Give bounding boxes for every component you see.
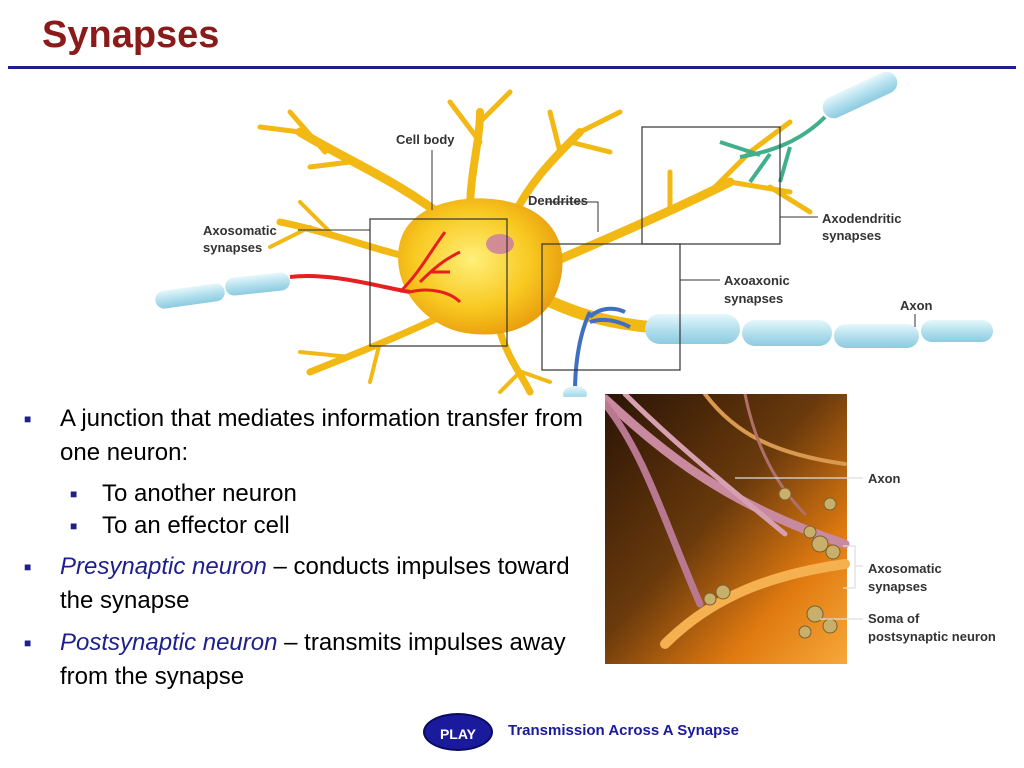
bullet-marker: ■ [70, 487, 78, 501]
bullet-marker: ■ [24, 636, 32, 650]
sub-bullet-text: To another neuron [102, 480, 297, 507]
bullet-junction: ■ A junction that mediates information t… [22, 402, 592, 470]
sub-bullet-effector-cell: ■ To an effector cell [60, 510, 592, 542]
sub-bullet-another-neuron: ■ To another neuron [60, 478, 592, 510]
axosomatic-axon [155, 231, 462, 309]
neuron-synapse-diagram: Cell body Dendrites Axosomatic synapses … [155, 72, 993, 397]
photo-label-axosomatic-2: synapses [868, 579, 927, 594]
label-axosomatic-2: synapses [203, 240, 262, 255]
photo-label-axon: Axon [868, 471, 901, 486]
term-presynaptic: Presynaptic neuron [60, 553, 267, 580]
play-button[interactable]: PLAY [423, 713, 493, 751]
synapse-micrograph: Axon Axosomatic synapses Soma of postsyn… [605, 394, 996, 664]
bullet-text: – conducts impulses toward the synapse [60, 553, 570, 614]
bullet-presynaptic: ■ Presynaptic neuron – conducts impulses… [22, 550, 592, 618]
label-axodendritic-2: synapses [822, 228, 881, 243]
bullet-text: A junction that mediates information tra… [60, 405, 583, 466]
photo-label-soma-2: postsynaptic neuron [868, 629, 996, 644]
bullet-list: ■ A junction that mediates information t… [22, 402, 592, 702]
axoaxonic-axon [563, 306, 631, 397]
page-title: Synapses [42, 14, 220, 56]
label-axoaxonic-2: synapses [724, 291, 783, 306]
axoaxonic-box [541, 243, 681, 371]
animation-link[interactable]: Transmission Across A Synapse [508, 722, 739, 739]
bullet-marker: ■ [24, 560, 32, 574]
nucleus [486, 234, 514, 254]
bullet-marker: ■ [70, 519, 78, 533]
title-divider [8, 66, 1016, 69]
term-postsynaptic: Postsynaptic neuron [60, 629, 278, 656]
photo-label-soma-1: Soma of [868, 611, 920, 626]
label-cell-body: Cell body [396, 132, 455, 147]
axosomatic-box [369, 218, 508, 347]
label-axon: Axon [900, 298, 933, 313]
bullet-text: – transmits impulses away from the synap… [60, 629, 566, 690]
cell-body [398, 198, 563, 335]
photo-label-axosomatic-1: Axosomatic [868, 561, 942, 576]
bullet-postsynaptic: ■ Postsynaptic neuron – transmits impuls… [22, 626, 592, 694]
axodendritic-box [641, 126, 781, 245]
label-axosomatic-1: Axosomatic [203, 223, 277, 238]
label-axoaxonic-1: Axoaxonic [724, 273, 790, 288]
bullet-marker: ■ [24, 412, 32, 426]
axodendritic-axon [719, 72, 898, 184]
label-dendrites: Dendrites [528, 193, 588, 208]
label-axodendritic-1: Axodendritic [822, 211, 901, 226]
sub-bullet-text: To an effector cell [102, 512, 290, 539]
myelinated-axon [645, 314, 993, 348]
